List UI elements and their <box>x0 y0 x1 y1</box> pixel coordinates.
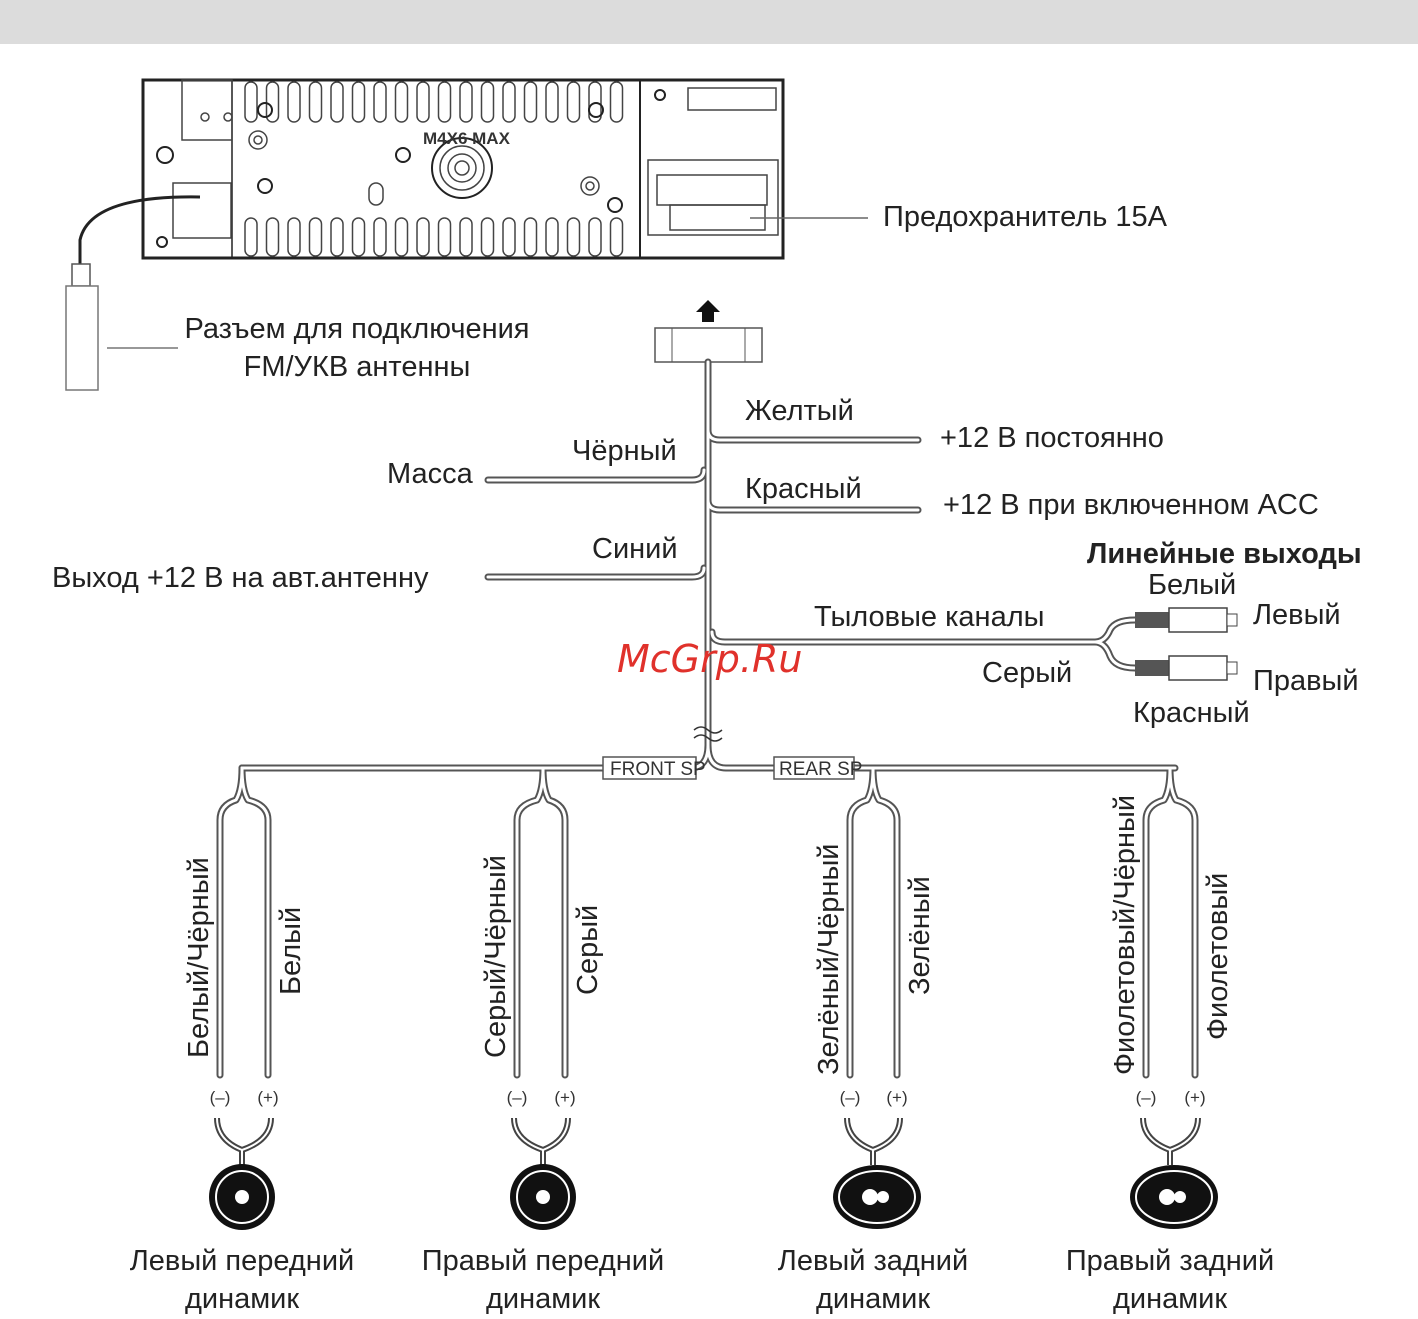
pos-wire-label: Белый <box>275 907 307 995</box>
head-unit-rear-panel: M4X6 MAX <box>141 78 785 260</box>
neg-wire-label: Зелёный/Чёрный <box>813 844 845 1076</box>
rca-plug-right <box>1135 655 1238 681</box>
black-wire-function: Масса <box>387 458 474 490</box>
rear-sp-tag: REAR SP <box>779 759 862 780</box>
pos-wire-label: Серый <box>572 905 604 995</box>
yellow-wire-label: Желтый <box>745 395 854 427</box>
speaker-name-line1: Левый передний <box>130 1245 354 1277</box>
wire <box>869 764 901 1079</box>
speaker-4: Фиолетовый/Чёрный Фиолетовый (–) (+) Правый … <box>1066 795 1274 1315</box>
rca-plug-left <box>1135 607 1238 633</box>
speaker-name-line1: Правый передний <box>422 1245 664 1277</box>
wire <box>846 764 877 1079</box>
speaker-name-line1: Правый задний <box>1066 1245 1274 1277</box>
arrow-up-icon <box>696 300 720 322</box>
wire <box>513 764 547 1079</box>
antenna-label-line2: FM/УКВ антенны <box>244 351 471 383</box>
antenna-cable <box>78 195 201 265</box>
speaker-1: Белый/Чёрный Белый (–) (+) Левый передний дин… <box>130 857 354 1315</box>
line-out-left-color: Белый <box>1148 569 1236 601</box>
line-out-title: Линейные выходы <box>1087 538 1362 570</box>
wire <box>238 764 272 1079</box>
negative-terminal-label: (–) <box>507 1088 528 1107</box>
wire <box>1142 764 1174 1079</box>
positive-terminal-label: (+) <box>554 1088 575 1107</box>
pos-wire-label: Фиолетовый <box>1202 873 1234 1040</box>
watermark: McGrp.Ru <box>617 637 802 681</box>
neg-wire-label: Серый/Чёрный <box>480 855 512 1058</box>
speaker-2: Серый/Чёрный Серый (–) (+) Правый передний ди… <box>422 855 664 1315</box>
red-wire-function: +12 В при включенном ACC <box>943 489 1319 521</box>
speaker-name-line2: динамик <box>486 1283 600 1315</box>
line-out-cable-color: Серый <box>982 657 1072 689</box>
blue-wire-function: Выход +12 В на авт.антенну <box>52 562 429 594</box>
wire <box>216 764 246 1079</box>
speaker-name-line2: динамик <box>185 1283 299 1315</box>
wire <box>1166 764 1199 1079</box>
red-wire-label: Красный <box>745 473 862 505</box>
mount-label: M4X6 MAX <box>423 129 511 148</box>
yellow-wire-function: +12 В постоянно <box>940 422 1164 454</box>
wire-harness <box>216 358 1199 1079</box>
positive-terminal-label: (+) <box>257 1088 278 1107</box>
speaker-3: Зелёный/Чёрный Зелёный (–) (+) Левый задний д… <box>778 844 968 1316</box>
antenna-plug <box>65 285 99 391</box>
line-out-channels: Тыловые каналы <box>814 601 1044 633</box>
negative-terminal-label: (–) <box>210 1088 231 1107</box>
harness-connector <box>654 327 763 363</box>
black-wire-label: Чёрный <box>572 435 677 467</box>
negative-terminal-label: (–) <box>840 1088 861 1107</box>
antenna-label-line1: Разъем для подключения <box>184 313 529 345</box>
speaker-name-line2: динамик <box>1113 1283 1227 1315</box>
blue-wire-label: Синий <box>592 533 678 565</box>
negative-terminal-label: (–) <box>1136 1088 1157 1107</box>
positive-terminal-label: (+) <box>1184 1088 1205 1107</box>
neg-wire-label: Фиолетовый/Чёрный <box>1109 795 1141 1075</box>
line-out-left: Левый <box>1253 599 1341 631</box>
speaker-name-line1: Левый задний <box>778 1245 968 1277</box>
speaker-name-line2: динамик <box>816 1283 930 1315</box>
neg-wire-label: Белый/Чёрный <box>183 857 215 1058</box>
fuse-label: Предохранитель 15A <box>883 201 1168 233</box>
positive-terminal-label: (+) <box>886 1088 907 1107</box>
pos-wire-label: Зелёный <box>904 876 936 995</box>
front-sp-tag: FRONT SP <box>610 759 706 780</box>
line-out-right: Правый <box>1253 665 1359 697</box>
line-out-right-color: Красный <box>1133 697 1250 729</box>
top-bar <box>0 0 1418 44</box>
wire <box>539 764 569 1079</box>
